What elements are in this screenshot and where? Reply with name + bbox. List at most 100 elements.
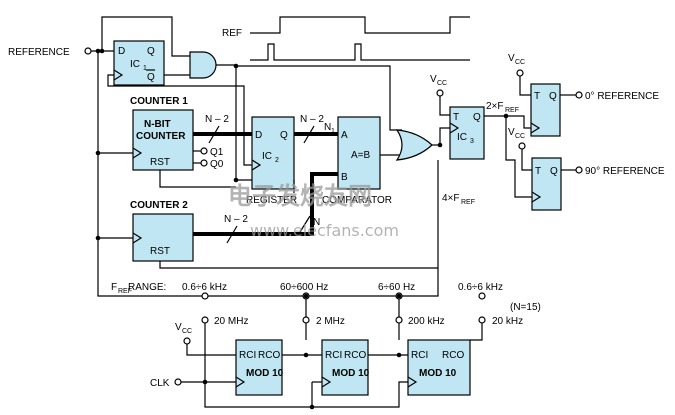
bus-slash [208, 125, 220, 144]
range-fref: F [111, 282, 117, 293]
ic1-name: IC [130, 59, 140, 70]
counter2-clock-mark [132, 232, 143, 244]
counter2-body [132, 213, 194, 262]
wire-to-ff0 [506, 115, 531, 129]
tap-terminal-3[interactable] [395, 316, 403, 324]
counter2-title: COUNTER 2 [130, 200, 188, 211]
tap-terminal-2[interactable] [302, 316, 310, 324]
counter2-n: N [313, 217, 320, 228]
ff90-body [531, 157, 562, 211]
wire-ff90-vcc [521, 149, 532, 171]
mod10-stage-2: RCI RCO MOD 10 [321, 339, 370, 396]
junction [95, 235, 101, 241]
wire-or-ic3 [439, 127, 450, 145]
counter2-bus-label: N – 2 [224, 214, 248, 225]
range-value-1: 0.6÷6 kHz [182, 282, 227, 293]
mod10-3-clock-mark [407, 376, 418, 388]
ic2-bus-label: N – 2 [300, 114, 324, 125]
ic3-sub: 3 [470, 138, 474, 145]
freq4-sub: REF [461, 199, 475, 206]
wire-clk-bus [204, 340, 408, 408]
mod10-1-rci: RCI [239, 350, 256, 361]
mod10-1-label: MOD 10 [246, 368, 284, 379]
ic2-q: Q [280, 130, 288, 141]
ff90-flipflop: T Q [531, 157, 562, 211]
range-terminal-4[interactable] [478, 292, 486, 300]
ic3-vcc-sub: CC [437, 80, 447, 87]
bus-counter2-comparator [193, 172, 338, 236]
wire-clock-ic1 [107, 74, 252, 166]
ic3-name: IC [457, 132, 467, 143]
or-gate [395, 129, 433, 161]
tap-label-1: 20 MHz [214, 316, 248, 327]
mod10-1-body [235, 339, 283, 396]
watermark-url: www.elecfans.com [250, 221, 399, 240]
comparator-body [337, 116, 381, 190]
mod10-1-rco: RCO [258, 350, 280, 361]
ff90-q: Q [550, 166, 558, 177]
ref-waveform-label: REF [222, 28, 242, 39]
ic3-t: T [453, 112, 459, 123]
comparator-eq: A=B [351, 150, 371, 161]
clk-terminal[interactable] [174, 378, 182, 386]
tap-label-4: 20 kHz [492, 316, 523, 327]
reference-input-terminal[interactable] [84, 47, 92, 55]
range-terminal-1[interactable] [201, 292, 209, 300]
wire-counter2-rst [159, 261, 438, 269]
freq4-label: 4×F [442, 193, 460, 204]
q0-label: Q0 [210, 159, 224, 170]
comparator-b: B [341, 172, 348, 183]
divider-vcc-terminal [183, 337, 191, 345]
range-value-3: 6÷60 Hz [378, 282, 415, 293]
counter1-line2: COUNTER [136, 131, 186, 142]
mod10-2-rco: RCO [344, 350, 366, 361]
wire-to-ff90 [505, 116, 532, 198]
ref0-output-label: 0° REFERENCE [585, 91, 659, 102]
q0-terminal[interactable] [200, 159, 208, 167]
bus-slash [299, 215, 311, 233]
junction [303, 293, 309, 299]
tap-terminal-4[interactable] [478, 316, 486, 324]
ic1-clock-mark [113, 69, 124, 81]
bus-slash [303, 125, 315, 144]
comparator-a: A [341, 130, 348, 141]
ff0-t: T [534, 91, 540, 102]
wire-tap-4 [470, 323, 483, 341]
ic2-label: REGISTER [246, 195, 297, 206]
ic2-d: D [255, 130, 262, 141]
q1-terminal[interactable] [200, 147, 208, 155]
wire-divider-vcc [186, 344, 236, 356]
ff0-q: Q [549, 91, 557, 102]
ic2-register: D Q IC 2 REGISTER [246, 116, 297, 206]
counter1-bus-label: N – 2 [205, 114, 229, 125]
counter1: N-BIT COUNTER RST [132, 109, 194, 171]
wire-ff0-vcc [519, 76, 531, 96]
counter1-rst: RST [150, 157, 170, 168]
freq2-label: 2×F [486, 101, 504, 112]
counter2-rst: RST [150, 246, 170, 257]
ic3-clock-mark [449, 122, 460, 134]
ic1-body [113, 40, 165, 86]
mod10-2-label: MOD 10 [332, 368, 370, 379]
tap-terminal-1[interactable] [201, 316, 209, 324]
ic1-flipflop: D Q Q IC 1 [113, 40, 165, 86]
tap-label-2: 2 MHz [316, 316, 345, 327]
ff0-vcc-terminal [516, 69, 524, 77]
ref90-output-label: 90° REFERENCE [585, 166, 665, 177]
counter1-body [132, 109, 194, 171]
junction [303, 352, 309, 358]
ref90-output-terminal[interactable] [575, 166, 583, 174]
ff0-vcc: V [508, 53, 515, 64]
mod10-3-label: MOD 10 [419, 368, 457, 379]
range-value-2: 60÷600 Hz [280, 282, 328, 293]
ic2-clock-mark [251, 159, 262, 171]
ref0-output-terminal[interactable] [575, 91, 583, 99]
junction [95, 150, 101, 156]
ff90-vcc: V [508, 127, 515, 138]
ic1-sub: 1 [143, 65, 147, 72]
pulse-waveform [250, 43, 470, 61]
timing-diagram: REF [222, 16, 470, 61]
q1-label: Q1 [210, 147, 224, 158]
ff90-vcc-sub: CC [515, 133, 525, 140]
